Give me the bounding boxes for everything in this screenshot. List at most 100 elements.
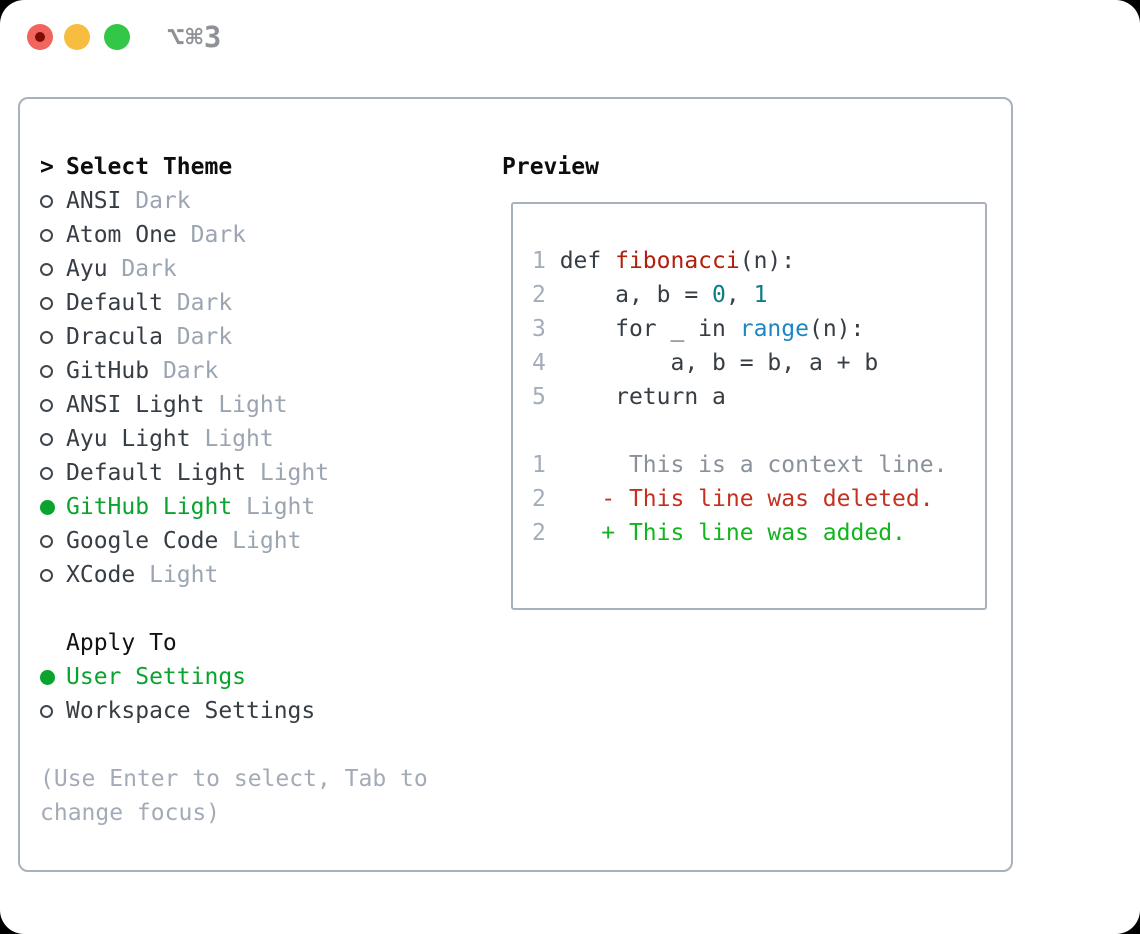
hint-line: change focus)	[40, 800, 221, 826]
code-line: 5 return a	[532, 380, 985, 414]
theme-option-default-light[interactable]: Default Light Light	[40, 456, 480, 490]
theme-option-xcode[interactable]: XCode Light	[40, 558, 480, 592]
radio-icon	[40, 296, 53, 310]
theme-option-google-code[interactable]: Google Code Light	[40, 524, 480, 558]
close-button[interactable]	[27, 24, 53, 50]
code-token: 2	[532, 282, 560, 308]
code-line: 2 + This line was added.	[532, 516, 985, 550]
code-token: 1	[532, 452, 546, 478]
code-token: def	[559, 248, 616, 274]
apply-option-label: Workspace Settings	[66, 698, 316, 724]
code-token: 0	[712, 282, 726, 308]
theme-option-atom-one[interactable]: Atom One Dark	[40, 218, 480, 252]
theme-option-github[interactable]: GitHub Dark	[40, 354, 480, 388]
radio-selected-icon	[40, 669, 55, 685]
radio-icon	[40, 432, 53, 446]
radio-icon	[40, 568, 53, 582]
code-token: 2	[532, 520, 546, 546]
radio-icon	[40, 194, 53, 208]
code-token: ,	[725, 282, 754, 308]
spacer	[40, 728, 480, 762]
theme-name: Ayu Light	[66, 426, 191, 452]
preview-header: Preview	[502, 154, 599, 180]
theme-name: Ayu	[66, 256, 108, 282]
window-title: ⌥⌘3	[167, 20, 223, 54]
theme-variant-tag: Light	[204, 392, 288, 418]
theme-variant-tag: Light	[232, 494, 316, 520]
apply-option-user-settings[interactable]: User Settings	[40, 660, 480, 694]
code-token: fibonacci	[615, 248, 740, 274]
code-token: - This line was deleted.	[545, 486, 934, 512]
theme-variant-tag: Light	[135, 562, 219, 588]
code-token: a, b = b, a + b	[559, 350, 879, 376]
maximize-button[interactable]	[104, 24, 130, 50]
theme-option-ansi-light[interactable]: ANSI Light Light	[40, 388, 480, 422]
theme-variant-tag: Dark	[162, 324, 233, 350]
code-token: (n):	[808, 316, 865, 342]
code-line: 4 a, b = b, a + b	[532, 346, 985, 380]
code-token: 5	[532, 384, 560, 410]
apply-to-header: Apply To	[40, 626, 480, 660]
spacer	[40, 592, 480, 626]
theme-name: Atom One	[66, 222, 177, 248]
radio-icon	[40, 704, 53, 718]
theme-variant-tag: Dark	[107, 256, 177, 282]
theme-name: Dracula	[66, 324, 163, 350]
code-line: 1 def fibonacci(n):	[532, 244, 985, 278]
theme-name: ANSI	[66, 188, 122, 214]
code-token: a, b =	[559, 282, 713, 308]
radio-icon	[40, 262, 53, 276]
radio-icon	[40, 364, 53, 378]
code-token: for _ in	[559, 316, 740, 342]
code-token: 3	[532, 316, 560, 342]
theme-option-ayu[interactable]: Ayu Dark	[40, 252, 480, 286]
theme-option-dracula[interactable]: Dracula Dark	[40, 320, 480, 354]
theme-name: Default	[66, 290, 163, 316]
code-token: This is a context line.	[545, 452, 948, 478]
code-token: 4	[532, 350, 560, 376]
code-token: range	[739, 316, 809, 342]
apply-option-workspace-settings[interactable]: Workspace Settings	[40, 694, 480, 728]
theme-variant-tag: Light	[190, 426, 274, 452]
code-line: 3 for _ in range(n):	[532, 312, 985, 346]
code-token: (n):	[739, 248, 796, 274]
radio-icon	[40, 330, 53, 344]
theme-variant-tag: Dark	[149, 358, 219, 384]
theme-variant-tag: Dark	[176, 222, 247, 248]
code-line	[532, 414, 985, 448]
radio-icon	[40, 534, 53, 548]
theme-variant-tag: Dark	[162, 290, 233, 316]
radio-selected-icon	[40, 499, 55, 515]
theme-option-default[interactable]: Default Dark	[40, 286, 480, 320]
title-bar: ⌥⌘3	[0, 0, 1140, 74]
select-theme-header: > Select Theme	[40, 150, 480, 184]
theme-option-ansi[interactable]: ANSI Dark	[40, 184, 480, 218]
theme-option-github-light[interactable]: GitHub Light Light	[40, 490, 480, 524]
code-token: 1	[532, 248, 560, 274]
theme-name: GitHub	[66, 358, 150, 384]
theme-option-ayu-light[interactable]: Ayu Light Light	[40, 422, 480, 456]
theme-variant-tag: Light	[218, 528, 302, 554]
code-token: 2	[532, 486, 546, 512]
apply-option-label: User Settings	[66, 664, 247, 690]
radio-icon	[40, 228, 53, 242]
theme-name: XCode	[66, 562, 136, 588]
theme-name: GitHub Light	[66, 494, 233, 520]
code-line: 2 a, b = 0, 1	[532, 278, 985, 312]
radio-icon	[40, 466, 53, 480]
minimize-button[interactable]	[64, 24, 90, 50]
theme-name: Default Light	[66, 460, 247, 486]
radio-icon	[40, 398, 53, 412]
code-token: return a	[559, 384, 726, 410]
theme-variant-tag: Light	[246, 460, 330, 486]
code-token: + This line was added.	[545, 520, 906, 546]
code-token: 1	[753, 282, 768, 308]
code-line: 2 - This line was deleted.	[532, 482, 985, 516]
